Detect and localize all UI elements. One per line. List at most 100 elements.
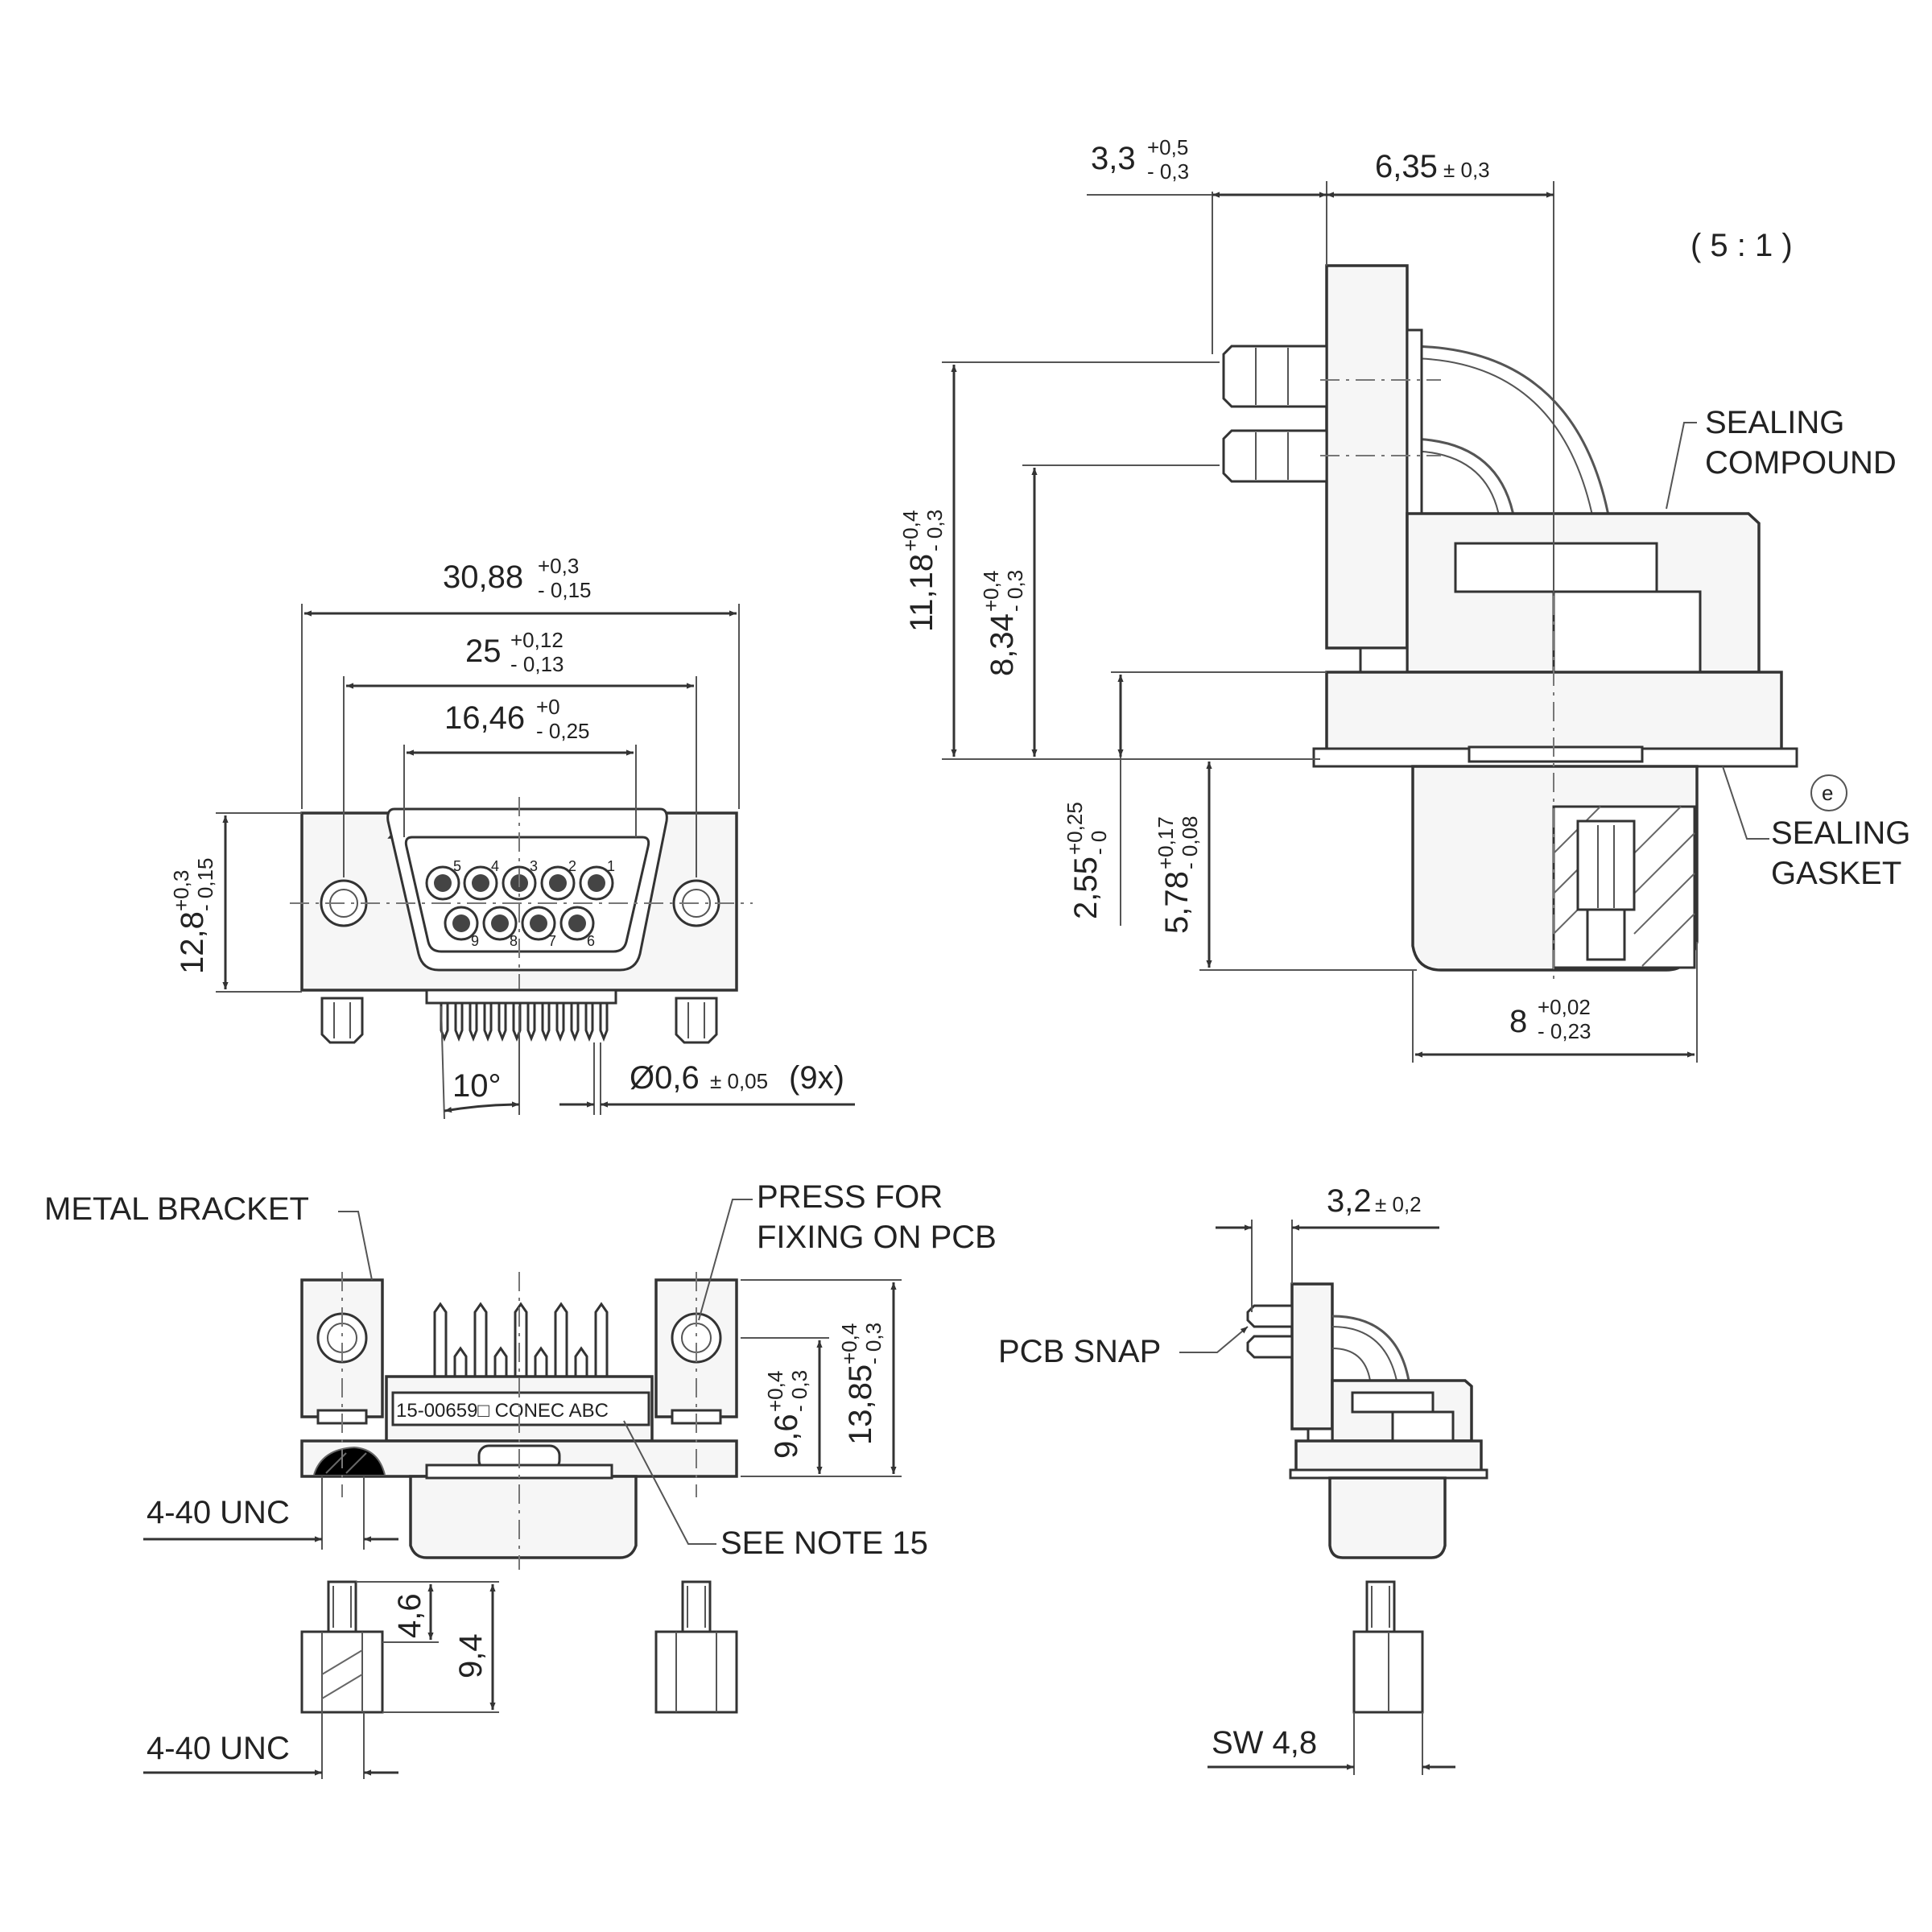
press-note-line2: FIXING ON PCB (757, 1220, 997, 1255)
snap-offset-value: 3,2 (1327, 1183, 1372, 1219)
side-pin-bend-outer-2 (1406, 357, 1593, 516)
dim-height-row-lower: - 0,3 (1003, 570, 1027, 612)
pin (514, 1302, 528, 1378)
side-insert-top (1454, 542, 1658, 593)
front-snap-left (320, 997, 364, 1044)
dim-overall-width-upper: +0,3 (538, 554, 579, 578)
front-pin-base (425, 989, 617, 1005)
dim-shell-height-lower: - 0,23 (1538, 1019, 1591, 1043)
hatch-line (1633, 832, 1695, 894)
scale-label: ( 5 : 1 ) (1690, 228, 1793, 263)
pcb-pin (469, 1001, 478, 1042)
side-foot (1359, 646, 1409, 674)
dim-shell-width-upper: +0 (536, 695, 560, 719)
press-note-line1: PRESS FOR (757, 1179, 943, 1215)
contact-number: 3 (530, 858, 538, 874)
dim-height-a-lower: - 0,3 (787, 1370, 811, 1412)
dim-height-a-text: 9,6 +0,4 - 0,3 (763, 1370, 811, 1459)
dim-flange-height-text: 2,55 +0,25 - 0 (1063, 802, 1111, 919)
dim-height-row-text: 8,34 +0,4 - 0,3 (979, 570, 1027, 676)
dim-overall-width-lower: - 0,15 (538, 578, 592, 602)
contact-number: 5 (453, 858, 461, 874)
dim-height-b-lower: - 0,3 (861, 1323, 886, 1364)
contact-number: 9 (471, 933, 479, 949)
pin (554, 1302, 568, 1378)
dim-shell-height-value: 8 (1509, 1004, 1527, 1039)
sealing-compound-line1: SEALING (1705, 405, 1844, 440)
pin (493, 1346, 508, 1378)
press-note-leader (698, 1199, 753, 1321)
contact-number: 4 (491, 858, 499, 874)
contact-core (472, 874, 489, 892)
bottom-pins (433, 1302, 609, 1378)
small-flange (1294, 1439, 1483, 1475)
thread-a-label: 4-40 UNC (147, 1495, 290, 1530)
pin-angle-value: 10° (452, 1068, 502, 1104)
dim-flange-height-lower: - 0 (1087, 831, 1111, 855)
screw-len-a-value: 4,6 (392, 1593, 427, 1638)
pin-diameter-value: Ø0,6 (630, 1060, 700, 1096)
wrench-size-label: SW 4,8 (1212, 1725, 1317, 1761)
marking-plate (391, 1391, 650, 1426)
hatch-line (1553, 909, 1579, 935)
contact-number: 1 (607, 858, 615, 874)
dim-height-total-text: 11,18 +0,4 - 0,3 (898, 510, 947, 632)
dim-pin-length-value: 3,3 (1091, 141, 1136, 176)
contact-core (588, 874, 605, 892)
small-pin-bend-3 (1331, 1348, 1371, 1381)
pcb-pin (570, 1001, 580, 1042)
dim-height-lower: - 0,15 (193, 858, 217, 912)
side-pin-bend-inner-2 (1406, 450, 1500, 516)
dim-mount-spacing-value: 25 (465, 634, 502, 669)
pin-diameter-count: (9x) (789, 1060, 844, 1096)
pcb-pin (541, 1001, 551, 1042)
dim-shell-depth-upper: +0,17 (1154, 816, 1178, 869)
screw-hex (300, 1630, 384, 1714)
dim-depth-value: 6,35 (1375, 149, 1438, 184)
sealing-compound-leader (1666, 422, 1697, 510)
sealing-gasket-line1: SEALING (1771, 815, 1910, 851)
pcb-pin (555, 1001, 565, 1042)
front-pins (440, 1001, 609, 1042)
marking-text: 15-00659□ CONEC ABC (396, 1400, 609, 1422)
dim-height-row-value: 8,34 (985, 613, 1020, 676)
dim-flange-height-upper: +0,25 (1063, 802, 1087, 855)
small-pin-bend-2 (1331, 1326, 1397, 1381)
dim-flange-height-value: 2,55 (1068, 857, 1104, 919)
sealing-compound-line2: COMPOUND (1705, 445, 1897, 481)
dim-height-total-upper: +0,4 (898, 510, 923, 551)
metal-bracket-label: METAL BRACKET (44, 1191, 309, 1227)
contact-core (568, 914, 586, 932)
side-gasket-center (1468, 745, 1644, 763)
sealing-gasket-leader (1722, 766, 1769, 840)
dim-screw-len-a-text: 4,6 (392, 1593, 427, 1638)
dim-shell-width-value: 16,46 (444, 700, 525, 736)
screw-right (654, 1580, 738, 1714)
dim-height-total-lower: - 0,3 (923, 510, 947, 551)
dim-height-a-value: 9,6 (769, 1414, 804, 1459)
dim-shell-height-upper: +0,02 (1538, 995, 1591, 1019)
hatch-line (345, 1452, 367, 1474)
side-plate (1325, 264, 1409, 650)
dim-height-b-upper: +0,4 (837, 1323, 861, 1364)
sealing-gasket-line2: GASKET (1771, 856, 1901, 891)
dim-shell-width-lower: - 0,25 (536, 719, 590, 743)
pin (574, 1346, 588, 1378)
pin (473, 1302, 488, 1378)
pin-diameter-tol: ± 0,05 (710, 1069, 768, 1093)
gasket-marker: e (1822, 781, 1833, 805)
front-snap-right (675, 997, 718, 1044)
small-pin-stub-bottom (1246, 1335, 1294, 1359)
pin (453, 1346, 468, 1378)
front-view: 5 4 3 2 1 9 8 7 6 (169, 554, 855, 1120)
snap-offset-tol: ± 0,2 (1375, 1192, 1422, 1216)
small-screw (1352, 1580, 1424, 1714)
dim-overall-width-value: 30,88 (443, 559, 523, 595)
side-pin-bend-outer (1406, 345, 1610, 516)
side-plate-step (1406, 328, 1423, 515)
small-pin-stub-top (1246, 1304, 1294, 1328)
contact-core (452, 914, 470, 932)
pcb-snap-leader (1179, 1326, 1249, 1353)
pcb-pin (599, 1001, 609, 1042)
dim-height-a-upper: +0,4 (763, 1371, 787, 1412)
